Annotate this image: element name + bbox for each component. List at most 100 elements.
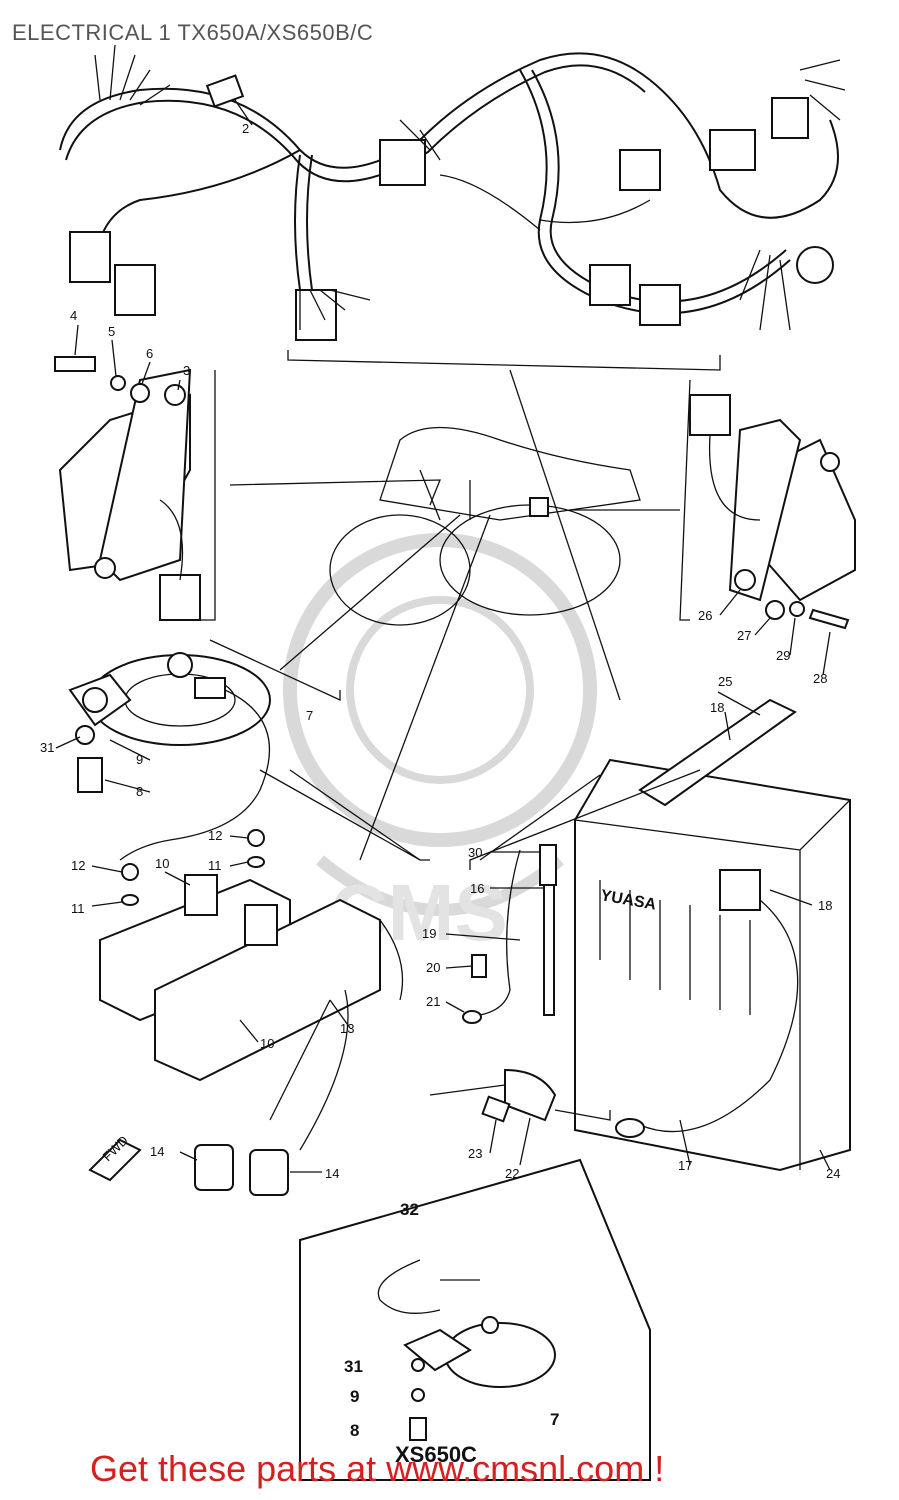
harness-wire-ends <box>94 44 846 331</box>
bolt-4 <box>54 356 96 372</box>
nut-12-right <box>247 829 265 847</box>
label-29: 29 <box>776 648 790 663</box>
inset-label-32: 32 <box>400 1200 419 1219</box>
inset-title: XS650C <box>395 1442 477 1467</box>
harness-connector-left-2 <box>114 264 156 316</box>
label-11-right: 11 <box>208 858 222 873</box>
label-5: 5 <box>108 324 115 339</box>
leader-lines <box>229 369 691 861</box>
label-4: 4 <box>70 308 77 323</box>
label-30: 30 <box>468 845 482 860</box>
label-19: 19 <box>422 926 436 941</box>
inset-label-8: 8 <box>350 1421 359 1440</box>
label-7: 7 <box>306 708 313 723</box>
rectifier-assembly <box>54 356 216 621</box>
plug-cap-14-right <box>249 1149 289 1196</box>
battery-case <box>574 758 851 1172</box>
label-11-left: 11 <box>71 901 85 916</box>
label-24: 24 <box>826 1166 840 1181</box>
harness-socket-right <box>771 97 809 139</box>
inset-horn-bracket <box>403 1328 472 1372</box>
label-23: 23 <box>468 1146 482 1161</box>
washer-29 <box>789 601 805 617</box>
label-3: 3 <box>183 363 190 378</box>
ignition-coil-assembly <box>88 769 430 1196</box>
bolt-20 <box>471 954 487 978</box>
rectifier-bracket <box>98 368 192 582</box>
label-10-top: 10 <box>155 856 169 871</box>
screw-28 <box>808 608 850 630</box>
label-18-right: 18 <box>818 898 832 913</box>
inset-label-7: 7 <box>550 1410 559 1429</box>
label-12-right: 12 <box>208 828 222 843</box>
nut-12-left <box>121 863 139 881</box>
washer-11-left <box>121 894 139 906</box>
label-31: 31 <box>40 740 54 755</box>
label-12-left: 12 <box>71 858 85 873</box>
xs650c-inset <box>299 1158 651 1481</box>
harness-connector-mid <box>619 149 661 191</box>
label-13: 13 <box>340 1021 354 1036</box>
motorcycle-outline <box>329 426 641 626</box>
label-10-bottom: 10 <box>260 1036 274 1051</box>
fwd-arrow <box>88 1138 142 1182</box>
battery-assembly: YUASA <box>429 698 851 1172</box>
plug-cap-14-left <box>194 1144 234 1191</box>
harness-connector-center <box>295 289 337 341</box>
washer-6 <box>130 383 150 403</box>
washer-11-right <box>247 856 265 868</box>
label-leaders <box>55 99 831 1173</box>
inset-bolt-8 <box>409 1417 427 1441</box>
label-16: 16 <box>470 881 484 896</box>
footer-link-text[interactable]: Get these parts at www.cmsnl.com ! <box>90 1448 665 1489</box>
coil-post-2 <box>244 904 278 946</box>
label-9: 9 <box>136 752 143 767</box>
inset-washer-31 <box>411 1358 425 1372</box>
bolt-8 <box>77 757 103 793</box>
horn-assembly <box>68 639 341 861</box>
label-8: 8 <box>136 784 143 799</box>
label-18-top: 18 <box>710 700 724 715</box>
label-22: 22 <box>505 1166 519 1181</box>
label-21: 21 <box>426 994 440 1009</box>
rectifier-connector <box>159 574 201 621</box>
wire-harness <box>59 44 846 371</box>
voltage-regulator-assembly <box>689 394 856 630</box>
coil-post-1 <box>184 874 218 916</box>
washer-27 <box>765 600 785 620</box>
inset-washer-9 <box>411 1388 425 1402</box>
label-28: 28 <box>813 671 827 686</box>
harness-connector-lower-2 <box>639 284 681 326</box>
watermark-logo: CMS <box>283 533 597 957</box>
fuse-holder-22 <box>504 1068 557 1122</box>
regulator-bracket <box>728 418 802 602</box>
harness-connector-top <box>379 139 426 186</box>
breather-pipe-16 <box>543 884 555 1016</box>
washer-5 <box>110 375 126 391</box>
label-14-right: 14 <box>325 1166 339 1181</box>
fuse-23 <box>481 1095 511 1123</box>
negative-terminal <box>615 1118 645 1138</box>
battery-terminal-cap <box>719 869 761 911</box>
ignition-coil-2 <box>154 898 381 1082</box>
washer-21 <box>462 1010 482 1024</box>
harness-boot <box>205 74 245 108</box>
inset-frame <box>299 1158 651 1481</box>
label-14-left: 14 <box>150 1144 164 1159</box>
harness-connector-lower <box>589 264 631 306</box>
label-2: 2 <box>242 121 249 136</box>
breather-cap-30 <box>539 844 557 886</box>
label-20: 20 <box>426 960 440 975</box>
regulator-connector <box>689 394 731 436</box>
harness-grommet <box>796 246 834 284</box>
label-26: 26 <box>698 608 712 623</box>
label-27: 27 <box>737 628 751 643</box>
harness-connector-left <box>69 231 111 283</box>
label-17: 17 <box>678 1158 692 1173</box>
inset-label-31: 31 <box>344 1357 363 1376</box>
washer-31 <box>75 725 95 745</box>
label-25: 25 <box>718 674 732 689</box>
diagram-title: ELECTRICAL 1 TX650A/XS650B/C <box>12 20 374 45</box>
